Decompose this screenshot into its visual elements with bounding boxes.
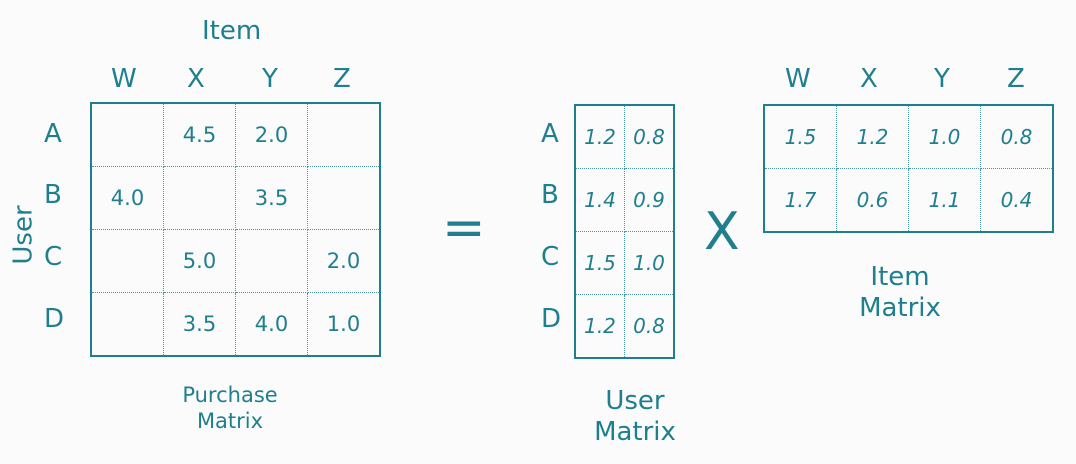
item-matrix: 1.5 1.2 1.0 0.8 1.7 0.6 1.1 0.4 (763, 104, 1054, 233)
user-matrix-row: 1.2 0.8 (574, 104, 675, 169)
purchase-caption-line1: Purchase (182, 383, 278, 407)
item-matrix-caption: Item Matrix (830, 262, 970, 324)
purchase-cell: 4.5 (163, 102, 236, 167)
item-matrix-row: 1.5 1.2 1.0 0.8 (763, 104, 1054, 169)
user-axis-label: User (8, 205, 39, 265)
purchase-row-a: 4.5 2.0 (90, 102, 381, 167)
item-matrix-cell: 1.2 (836, 104, 909, 169)
item-matrix-row: 1.7 0.6 1.1 0.4 (763, 168, 1054, 233)
item-matrix-cell: 1.1 (908, 168, 981, 233)
purchase-row-d: 3.5 4.0 1.0 (90, 292, 381, 357)
purchase-col-header-x: X (187, 64, 205, 94)
user-matrix-cell: 0.9 (624, 168, 675, 232)
purchase-cell (90, 102, 164, 167)
user-matrix-row: 1.2 0.8 (574, 294, 675, 359)
user-matrix-cell: 1.0 (624, 231, 675, 295)
item-matrix-cell: 1.5 (763, 104, 837, 169)
purchase-cell: 2.0 (307, 229, 381, 293)
purchase-caption-line2: Matrix (196, 409, 264, 434)
user-row-header-a: A (541, 119, 559, 149)
item-matrix-cell: 1.7 (763, 168, 837, 233)
item-col-header-z: Z (1007, 64, 1025, 94)
user-matrix-row: 1.5 1.0 (574, 231, 675, 295)
item-matrix-cell: 1.0 (908, 104, 981, 169)
purchase-cell: 4.0 (90, 166, 164, 230)
purchase-cell (90, 292, 164, 357)
user-matrix-cell: 1.5 (574, 231, 625, 295)
user-row-header-b: B (541, 180, 559, 210)
item-caption-line2: Matrix (859, 293, 941, 324)
item-caption-line1: Item (870, 262, 930, 292)
purchase-cell: 2.0 (235, 102, 308, 167)
item-axis-label: Item (202, 16, 262, 46)
user-matrix-cell: 0.8 (624, 104, 675, 169)
equals-sign: = (442, 198, 486, 258)
purchase-row-header-c: C (44, 242, 63, 272)
purchase-cell (235, 229, 308, 293)
purchase-cell: 3.5 (235, 166, 308, 230)
purchase-row-b: 4.0 3.5 (90, 166, 381, 230)
purchase-matrix: 4.5 2.0 4.0 3.5 5.0 2.0 3.5 4.0 1.0 (90, 102, 381, 357)
purchase-col-header-y: Y (262, 64, 278, 94)
item-col-header-w: W (785, 64, 811, 94)
purchase-row-header-a: A (44, 119, 62, 149)
item-matrix-cell: 0.4 (980, 168, 1054, 233)
item-matrix-cell: 0.6 (836, 168, 909, 233)
user-matrix-caption: User Matrix (565, 386, 705, 448)
purchase-cell: 3.5 (163, 292, 236, 357)
purchase-cell (307, 166, 381, 230)
user-matrix-row: 1.4 0.9 (574, 168, 675, 232)
user-matrix-cell: 1.2 (574, 294, 625, 359)
user-row-header-c: C (541, 242, 560, 272)
purchase-row-c: 5.0 2.0 (90, 229, 381, 293)
multiply-sign: X (704, 202, 740, 262)
purchase-cell: 1.0 (307, 292, 381, 357)
purchase-row-header-d: D (44, 304, 65, 334)
purchase-cell (163, 166, 236, 230)
purchase-col-header-z: Z (333, 64, 351, 94)
user-matrix-cell: 1.4 (574, 168, 625, 232)
user-matrix-cell: 0.8 (624, 294, 675, 359)
item-col-header-x: X (860, 64, 878, 94)
user-matrix-cell: 1.2 (574, 104, 625, 169)
user-row-header-d: D (541, 304, 562, 334)
purchase-matrix-caption: Purchase Matrix (160, 382, 300, 435)
item-matrix-cell: 0.8 (980, 104, 1054, 169)
item-col-header-y: Y (934, 64, 950, 94)
purchase-col-header-w: W (111, 64, 137, 94)
user-matrix: 1.2 0.8 1.4 0.9 1.5 1.0 1.2 0.8 (574, 104, 675, 359)
user-caption-line1: User (605, 386, 665, 416)
purchase-cell: 4.0 (235, 292, 308, 357)
purchase-row-header-b: B (44, 180, 62, 210)
purchase-cell (307, 102, 381, 167)
purchase-cell: 5.0 (163, 229, 236, 293)
user-caption-line2: Matrix (594, 417, 676, 448)
purchase-cell (90, 229, 164, 293)
